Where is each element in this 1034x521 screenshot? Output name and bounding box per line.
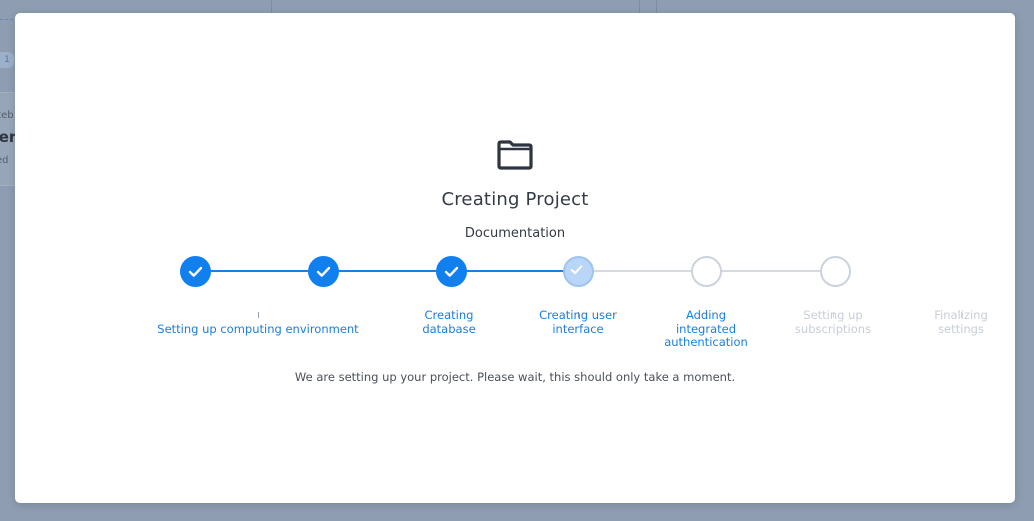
progress-connector bbox=[195, 270, 323, 272]
step-tick bbox=[961, 312, 962, 318]
background-text: ed bbox=[0, 155, 9, 166]
background-text: per bbox=[0, 128, 17, 146]
step-tick bbox=[833, 312, 834, 318]
progress-connector bbox=[451, 270, 578, 272]
checkmark-icon bbox=[188, 266, 202, 277]
step-tick bbox=[449, 312, 450, 318]
dialog-title: Creating Project bbox=[441, 189, 589, 210]
progress-connector bbox=[706, 270, 835, 272]
background-text: steb bbox=[0, 110, 14, 121]
progress-connector bbox=[578, 270, 706, 272]
background-badge: 1 bbox=[0, 52, 14, 68]
step-label: Setting up subscriptions bbox=[794, 308, 872, 336]
background-divider bbox=[639, 0, 640, 13]
step-indicator bbox=[562, 256, 594, 287]
step-indicator bbox=[819, 256, 851, 287]
creating-project-dialog: Creating Project Documentation Setting u… bbox=[15, 13, 1015, 503]
step-label: Creating database bbox=[422, 308, 476, 336]
step-label: Adding integrated authentication bbox=[664, 308, 748, 349]
folder-icon bbox=[497, 140, 533, 170]
step-indicator bbox=[179, 256, 211, 287]
checkmark-icon bbox=[316, 266, 330, 277]
step-tick bbox=[258, 312, 259, 318]
checkmark-icon bbox=[444, 266, 458, 277]
background-card bbox=[0, 92, 16, 186]
status-message: We are setting up your project. Please w… bbox=[294, 370, 736, 384]
step-tick bbox=[706, 312, 707, 318]
step-tick bbox=[578, 312, 579, 318]
step-label: Finalizing settings bbox=[934, 308, 988, 336]
background-divider bbox=[656, 0, 657, 13]
step-label: Setting up computing environment bbox=[157, 322, 359, 336]
step-indicator bbox=[435, 256, 467, 287]
step-indicator bbox=[307, 256, 339, 287]
step-indicator bbox=[690, 256, 722, 287]
project-name: Documentation bbox=[464, 226, 566, 241]
step-label: Creating user interface bbox=[539, 308, 617, 336]
background-divider bbox=[271, 0, 272, 13]
progress-connector bbox=[323, 270, 451, 272]
checkmark-icon bbox=[570, 265, 582, 275]
